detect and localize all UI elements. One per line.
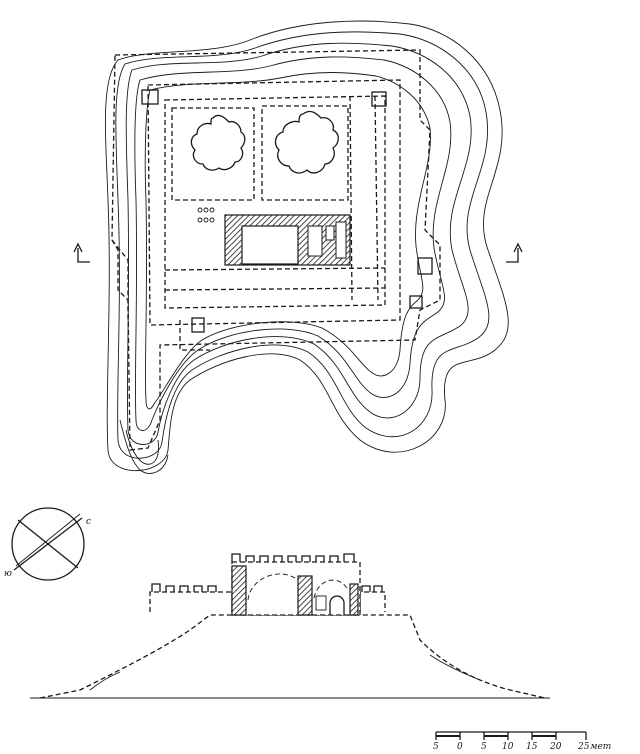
central-building-plan [224, 214, 351, 266]
keep-elevation [231, 553, 361, 616]
plan-view [73, 20, 523, 474]
section-arrow-left [73, 242, 90, 263]
contour-lines [104, 20, 509, 474]
hill-profile [39, 614, 546, 699]
court-pits [190, 110, 339, 174]
towers-plan [141, 89, 433, 333]
scale-unit: мет [590, 742, 611, 752]
scale-tick-0: 5 [433, 742, 439, 752]
scale-tick-3: 10 [502, 742, 514, 752]
compass-label-left: ю [4, 569, 12, 579]
scale-tick-5: 20 [549, 742, 562, 752]
scale-tick-4: 15 [526, 742, 538, 752]
scale-tick-6: 25 [577, 742, 590, 752]
section-arrow-right [506, 242, 523, 263]
compass: ю с [4, 507, 91, 581]
courtyards-plan [171, 105, 349, 201]
scale-tick-2: 5 [481, 742, 487, 752]
scale-tick-1: 0 [457, 742, 463, 752]
elevation-view [30, 553, 550, 699]
compass-label-right: с [86, 517, 91, 527]
small-marks [197, 207, 215, 223]
scale-bar: 5 0 5 10 15 20 25 мет [433, 731, 611, 752]
outer-wall-plan [111, 49, 441, 451]
